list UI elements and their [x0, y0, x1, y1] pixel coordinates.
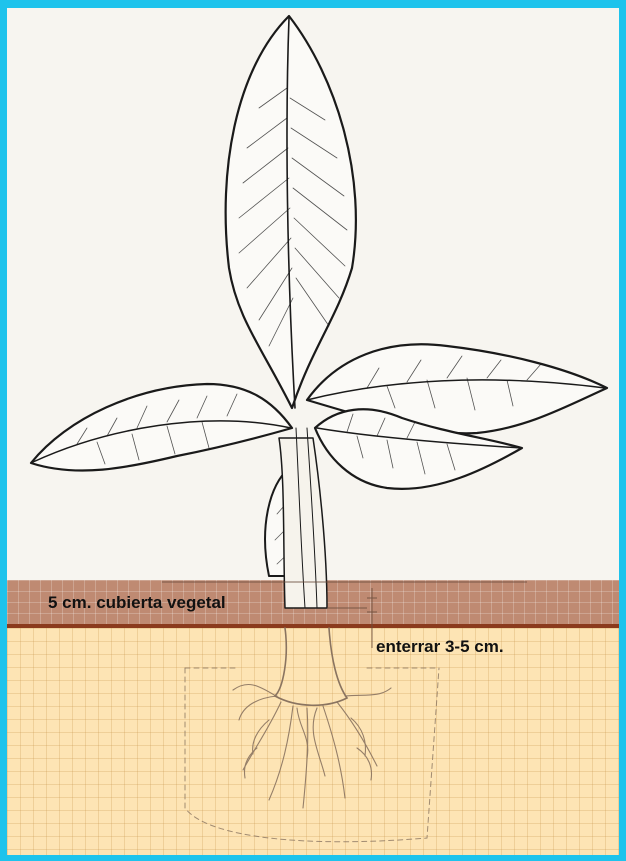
mulch-label: 5 cm. cubierta vegetal [48, 593, 226, 613]
planting-diagram: 5 cm. cubierta vegetal enterrar 3-5 cm. [7, 8, 619, 855]
banana-plant-drawing [7, 8, 619, 855]
planting-depth-label: enterrar 3-5 cm. [376, 637, 504, 657]
planting-hole [185, 668, 439, 842]
top-leaf [226, 16, 356, 408]
corm [275, 628, 347, 705]
left-leaf [31, 384, 292, 471]
roots [185, 628, 439, 842]
